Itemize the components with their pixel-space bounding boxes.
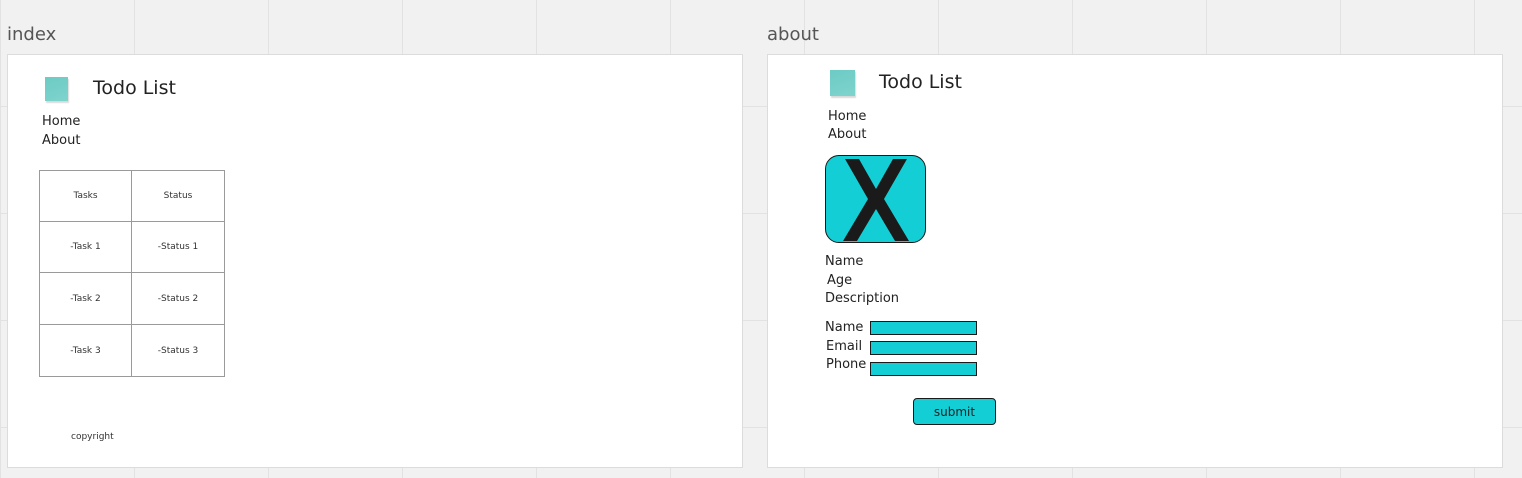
- table-header-tasks: Tasks: [40, 171, 132, 222]
- app-title: Todo List: [93, 77, 176, 99]
- app-title: Todo List: [879, 71, 962, 93]
- table-cell-task: -Task 1: [40, 222, 132, 273]
- name-field[interactable]: [870, 321, 977, 335]
- nav-about-link[interactable]: About: [42, 133, 81, 148]
- index-page-frame: Todo List Home About Tasks Status -Task …: [7, 54, 743, 468]
- phone-field[interactable]: [870, 362, 977, 376]
- table-cell-status: -Status 2: [132, 273, 224, 325]
- about-page-frame: Todo List Home About Name Age Descriptio…: [767, 54, 1503, 468]
- x-placeholder-icon: [825, 155, 926, 243]
- profile-name-label: Name: [825, 254, 864, 269]
- logo-icon: [830, 70, 855, 96]
- submit-button[interactable]: submit: [913, 398, 996, 425]
- name-field-label: Name: [825, 320, 864, 335]
- logo-icon: [45, 77, 68, 101]
- footer-copyright: copyright: [71, 432, 114, 442]
- tasks-table: Tasks Status -Task 1 -Status 1 -Task 2 -…: [39, 170, 225, 377]
- x-glyph-icon: [843, 159, 909, 241]
- profile-age-label: Age: [827, 273, 853, 288]
- frame-label-index: index: [7, 24, 57, 45]
- nav-about-link[interactable]: About: [828, 127, 867, 142]
- table-cell-status: -Status 3: [157, 346, 199, 356]
- table-cell-task: -Task 3: [40, 325, 132, 377]
- table-header-status: Status: [132, 171, 224, 222]
- profile-description-label: Description: [825, 291, 900, 306]
- nav-home-link[interactable]: Home: [828, 109, 867, 124]
- phone-field-label: Phone: [826, 357, 867, 372]
- table-cell-status: -Status 1: [132, 222, 224, 273]
- nav-home-link[interactable]: Home: [42, 114, 81, 129]
- frame-label-about: about: [767, 24, 819, 45]
- email-field-label: Email: [826, 339, 863, 354]
- email-field[interactable]: [870, 341, 977, 355]
- table-cell-task: -Task 2: [40, 273, 132, 325]
